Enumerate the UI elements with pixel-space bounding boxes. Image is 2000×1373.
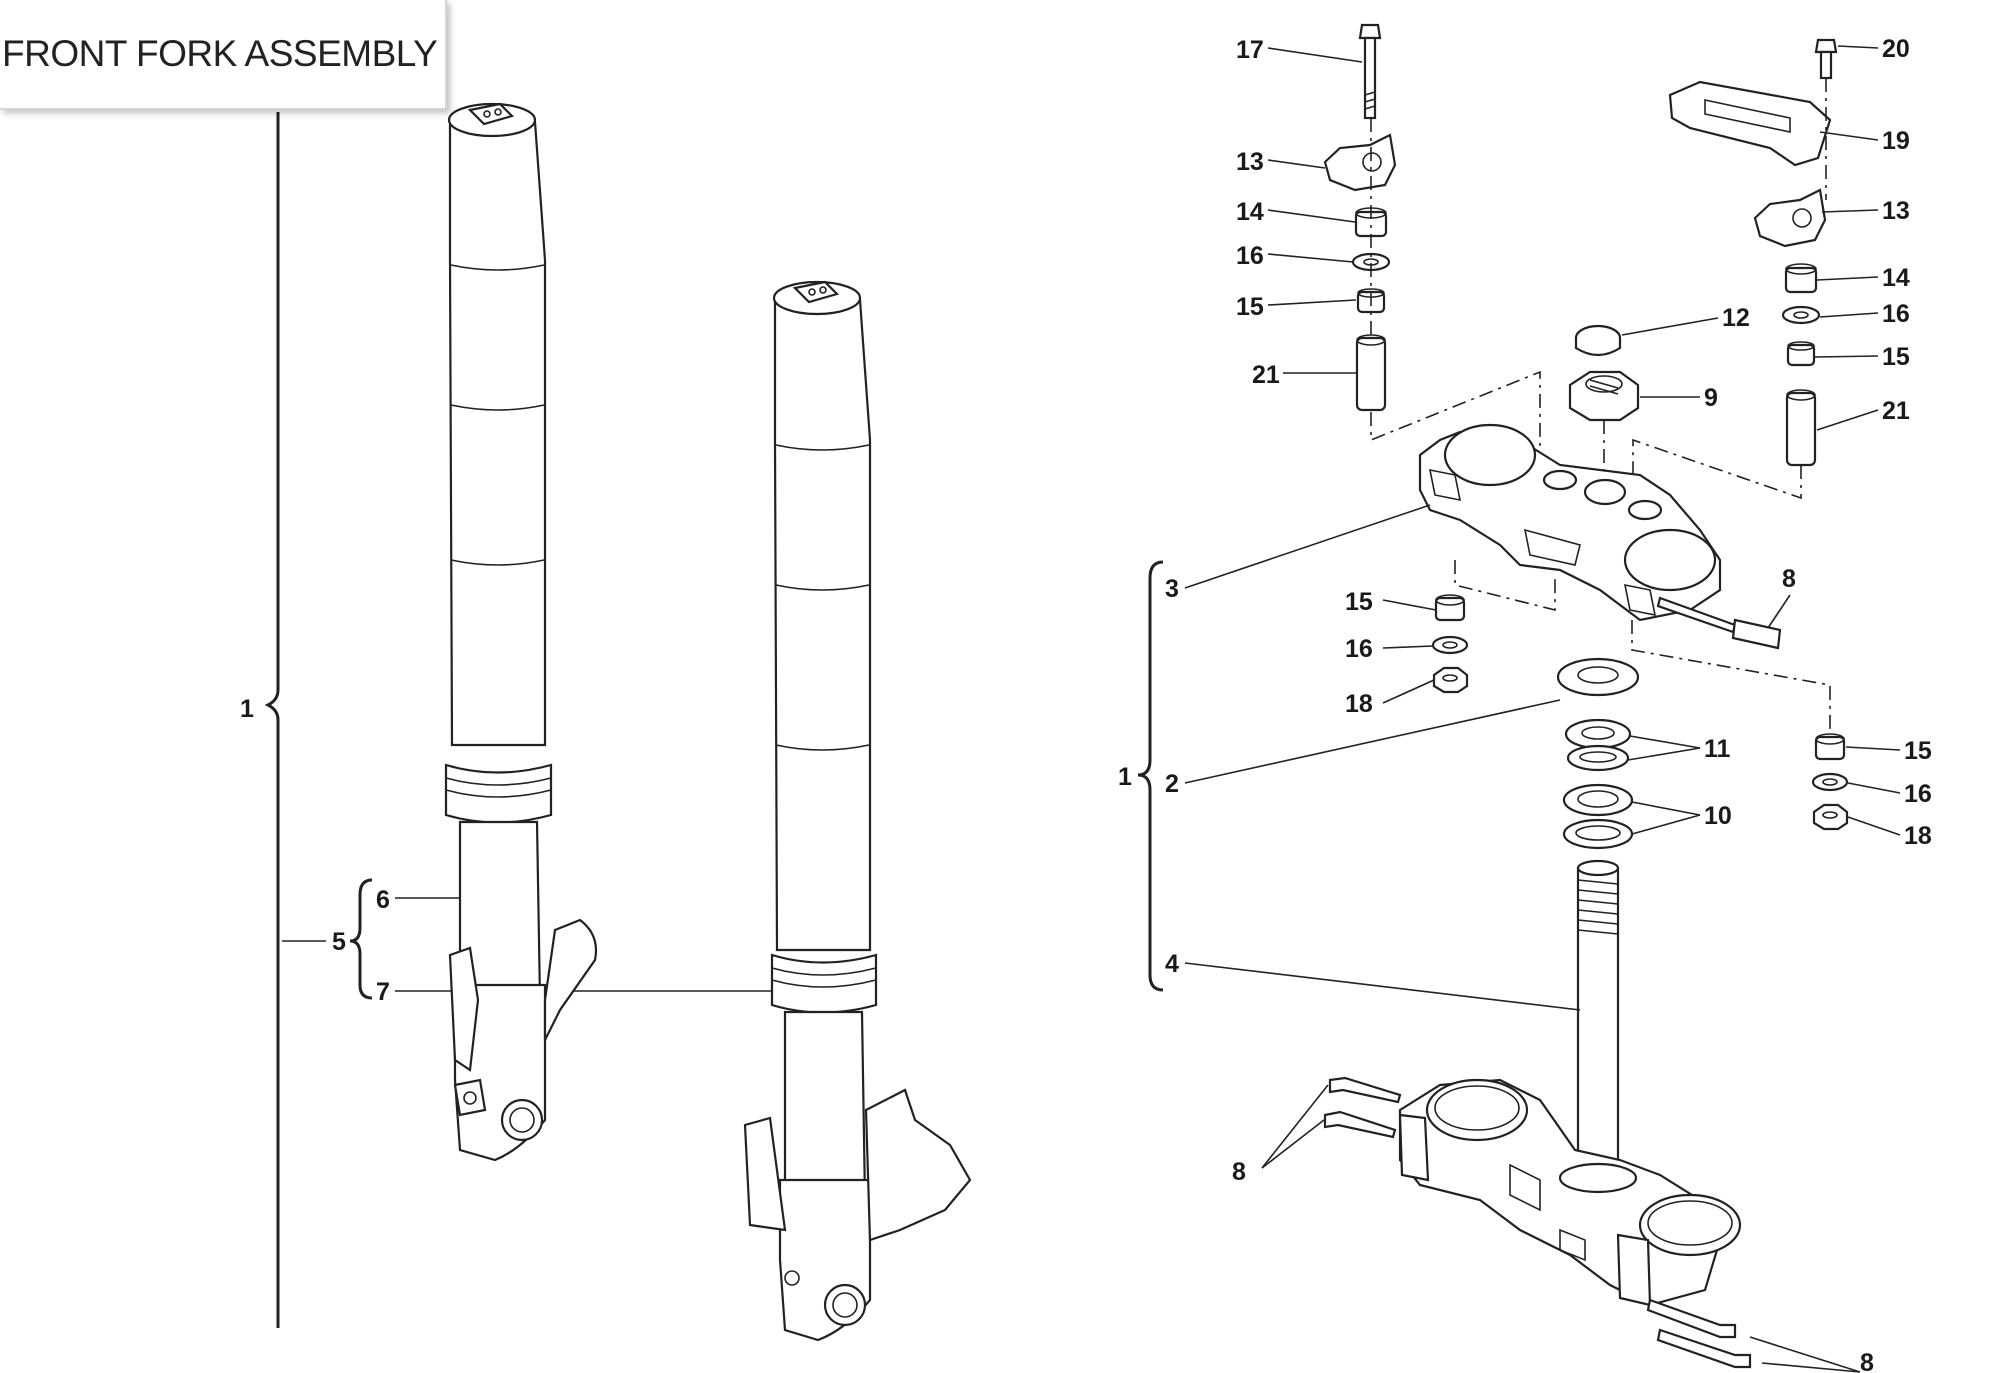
callout-4: 4 [1165, 950, 1179, 978]
bearing-11 [1564, 718, 1632, 772]
axis-line-clamp-right [1631, 620, 1831, 730]
washer-16-low [1811, 772, 1849, 792]
diagram-title-tab: FRONT FORK ASSEMBLY [0, 0, 447, 110]
diagram-title: FRONT FORK ASSEMBLY [2, 33, 438, 74]
fork-leg-right [743, 280, 972, 1342]
cap-12 [1574, 324, 1622, 357]
callout-18-mid: 18 [1345, 690, 1373, 718]
callout-11: 11 [1704, 735, 1731, 763]
axis-line-left-clamp [1370, 370, 1541, 460]
callout-8-bottom: 8 [1860, 1349, 1874, 1373]
callout-16-right: 16 [1882, 300, 1910, 328]
leader-lines [1184, 45, 1901, 1373]
callout-2: 2 [1165, 770, 1179, 798]
callout-9: 9 [1704, 384, 1718, 412]
bolts-8-lower-right [1646, 1298, 1752, 1369]
callout-14-right: 14 [1882, 264, 1910, 292]
callout-8-left: 8 [1232, 1158, 1246, 1186]
bolts-8-lower-left [1323, 1076, 1402, 1139]
callout-14-left: 14 [1236, 198, 1264, 226]
bolt-20 [1814, 38, 1838, 80]
handlebar-clamp-13-left [1323, 133, 1397, 192]
callout-15-low: 15 [1904, 737, 1932, 765]
callout-20: 20 [1882, 35, 1910, 63]
bolt-17 [1358, 23, 1382, 120]
callout-16-mid: 16 [1345, 635, 1373, 663]
assembly-brace-right [1137, 560, 1164, 992]
callout-18-low: 18 [1904, 822, 1932, 850]
axis-line-clamp-bolt [1454, 560, 1556, 612]
callout-17: 17 [1236, 36, 1264, 64]
callout-10: 10 [1704, 802, 1732, 830]
callout-5: 5 [332, 928, 346, 956]
callout-21-right: 21 [1882, 397, 1910, 425]
handlebar-clamp-13-right [1753, 188, 1827, 248]
callout-19: 19 [1882, 127, 1910, 155]
spacer-21-right [1785, 389, 1817, 467]
bush-15-low [1814, 733, 1846, 761]
bearing-10 [1562, 783, 1634, 850]
callout-13-right: 13 [1882, 197, 1910, 225]
callout-16-left: 16 [1236, 242, 1264, 270]
callout-15-left: 15 [1236, 293, 1264, 321]
callout-3: 3 [1165, 575, 1179, 603]
callout-1-left: 1 [240, 695, 254, 723]
spacer-21-left [1355, 334, 1387, 412]
steering-nut-9 [1568, 370, 1640, 422]
callout-6: 6 [376, 886, 390, 914]
washer-16-right [1781, 305, 1821, 325]
assembly-brace-left [264, 112, 280, 1328]
callout-1-right: 1 [1118, 763, 1132, 791]
callout-8-top: 8 [1782, 565, 1796, 593]
fork-leg-left [444, 102, 598, 1162]
callout-15-right: 15 [1882, 343, 1910, 371]
nut-18-low [1812, 803, 1849, 831]
callout-21-left: 21 [1252, 361, 1280, 389]
callout-7: 7 [376, 978, 390, 1006]
steering-stem-lower-clamp-4 [1398, 859, 1742, 1307]
dust-seal-2 [1556, 657, 1640, 697]
bolt-8-top [1656, 596, 1782, 650]
washer-16-mid [1431, 635, 1469, 655]
bush-15-right [1786, 341, 1816, 367]
callout-12: 12 [1722, 304, 1750, 332]
bush-14-right [1784, 263, 1818, 294]
nut-18-mid [1432, 666, 1469, 694]
callout-15-mid: 15 [1345, 588, 1373, 616]
callout-16-low: 16 [1904, 780, 1932, 808]
handlebar-top-cap-19 [1668, 80, 1832, 167]
callout-13-left: 13 [1236, 148, 1264, 176]
bush-15-mid [1434, 594, 1466, 622]
axis-line-right-clamp [1632, 438, 1802, 505]
upper-triple-clamp-3 [1418, 423, 1722, 622]
